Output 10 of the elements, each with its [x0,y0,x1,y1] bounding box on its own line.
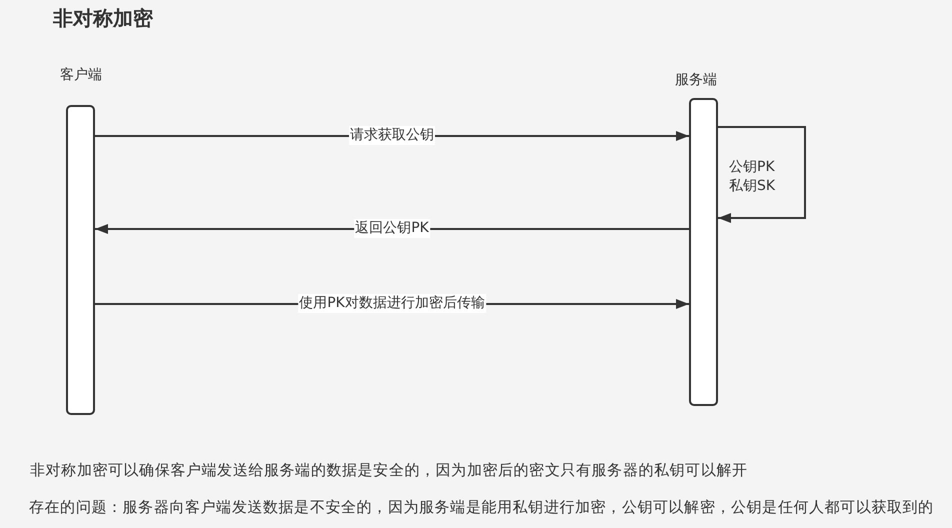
edge-label: 请求获取公钥 [349,126,435,145]
note-text: 非对称加密可以确保客户端发送给服务端的数据是安全的，因为加密后的密文只有服务器的私钥可以解开 [30,460,748,480]
edge-label: 公钥PK 私钥SK [729,158,776,196]
participant-label: 客户端 [59,66,103,84]
title: 非对称加密 [53,5,153,31]
participant-label: 服务端 [674,71,718,89]
note-text: 存在的问题：服务器向客户端发送数据是不安全的，因为服务端是能用私钥进行加密，公钥可以解密，公钥是任何人都可以获取到的 [29,497,934,517]
self-loop-arrow [718,126,806,223]
edge-label: 使用PK对数据进行加密后传输 [298,294,486,313]
edge-label: 返回公钥PK [354,219,430,238]
